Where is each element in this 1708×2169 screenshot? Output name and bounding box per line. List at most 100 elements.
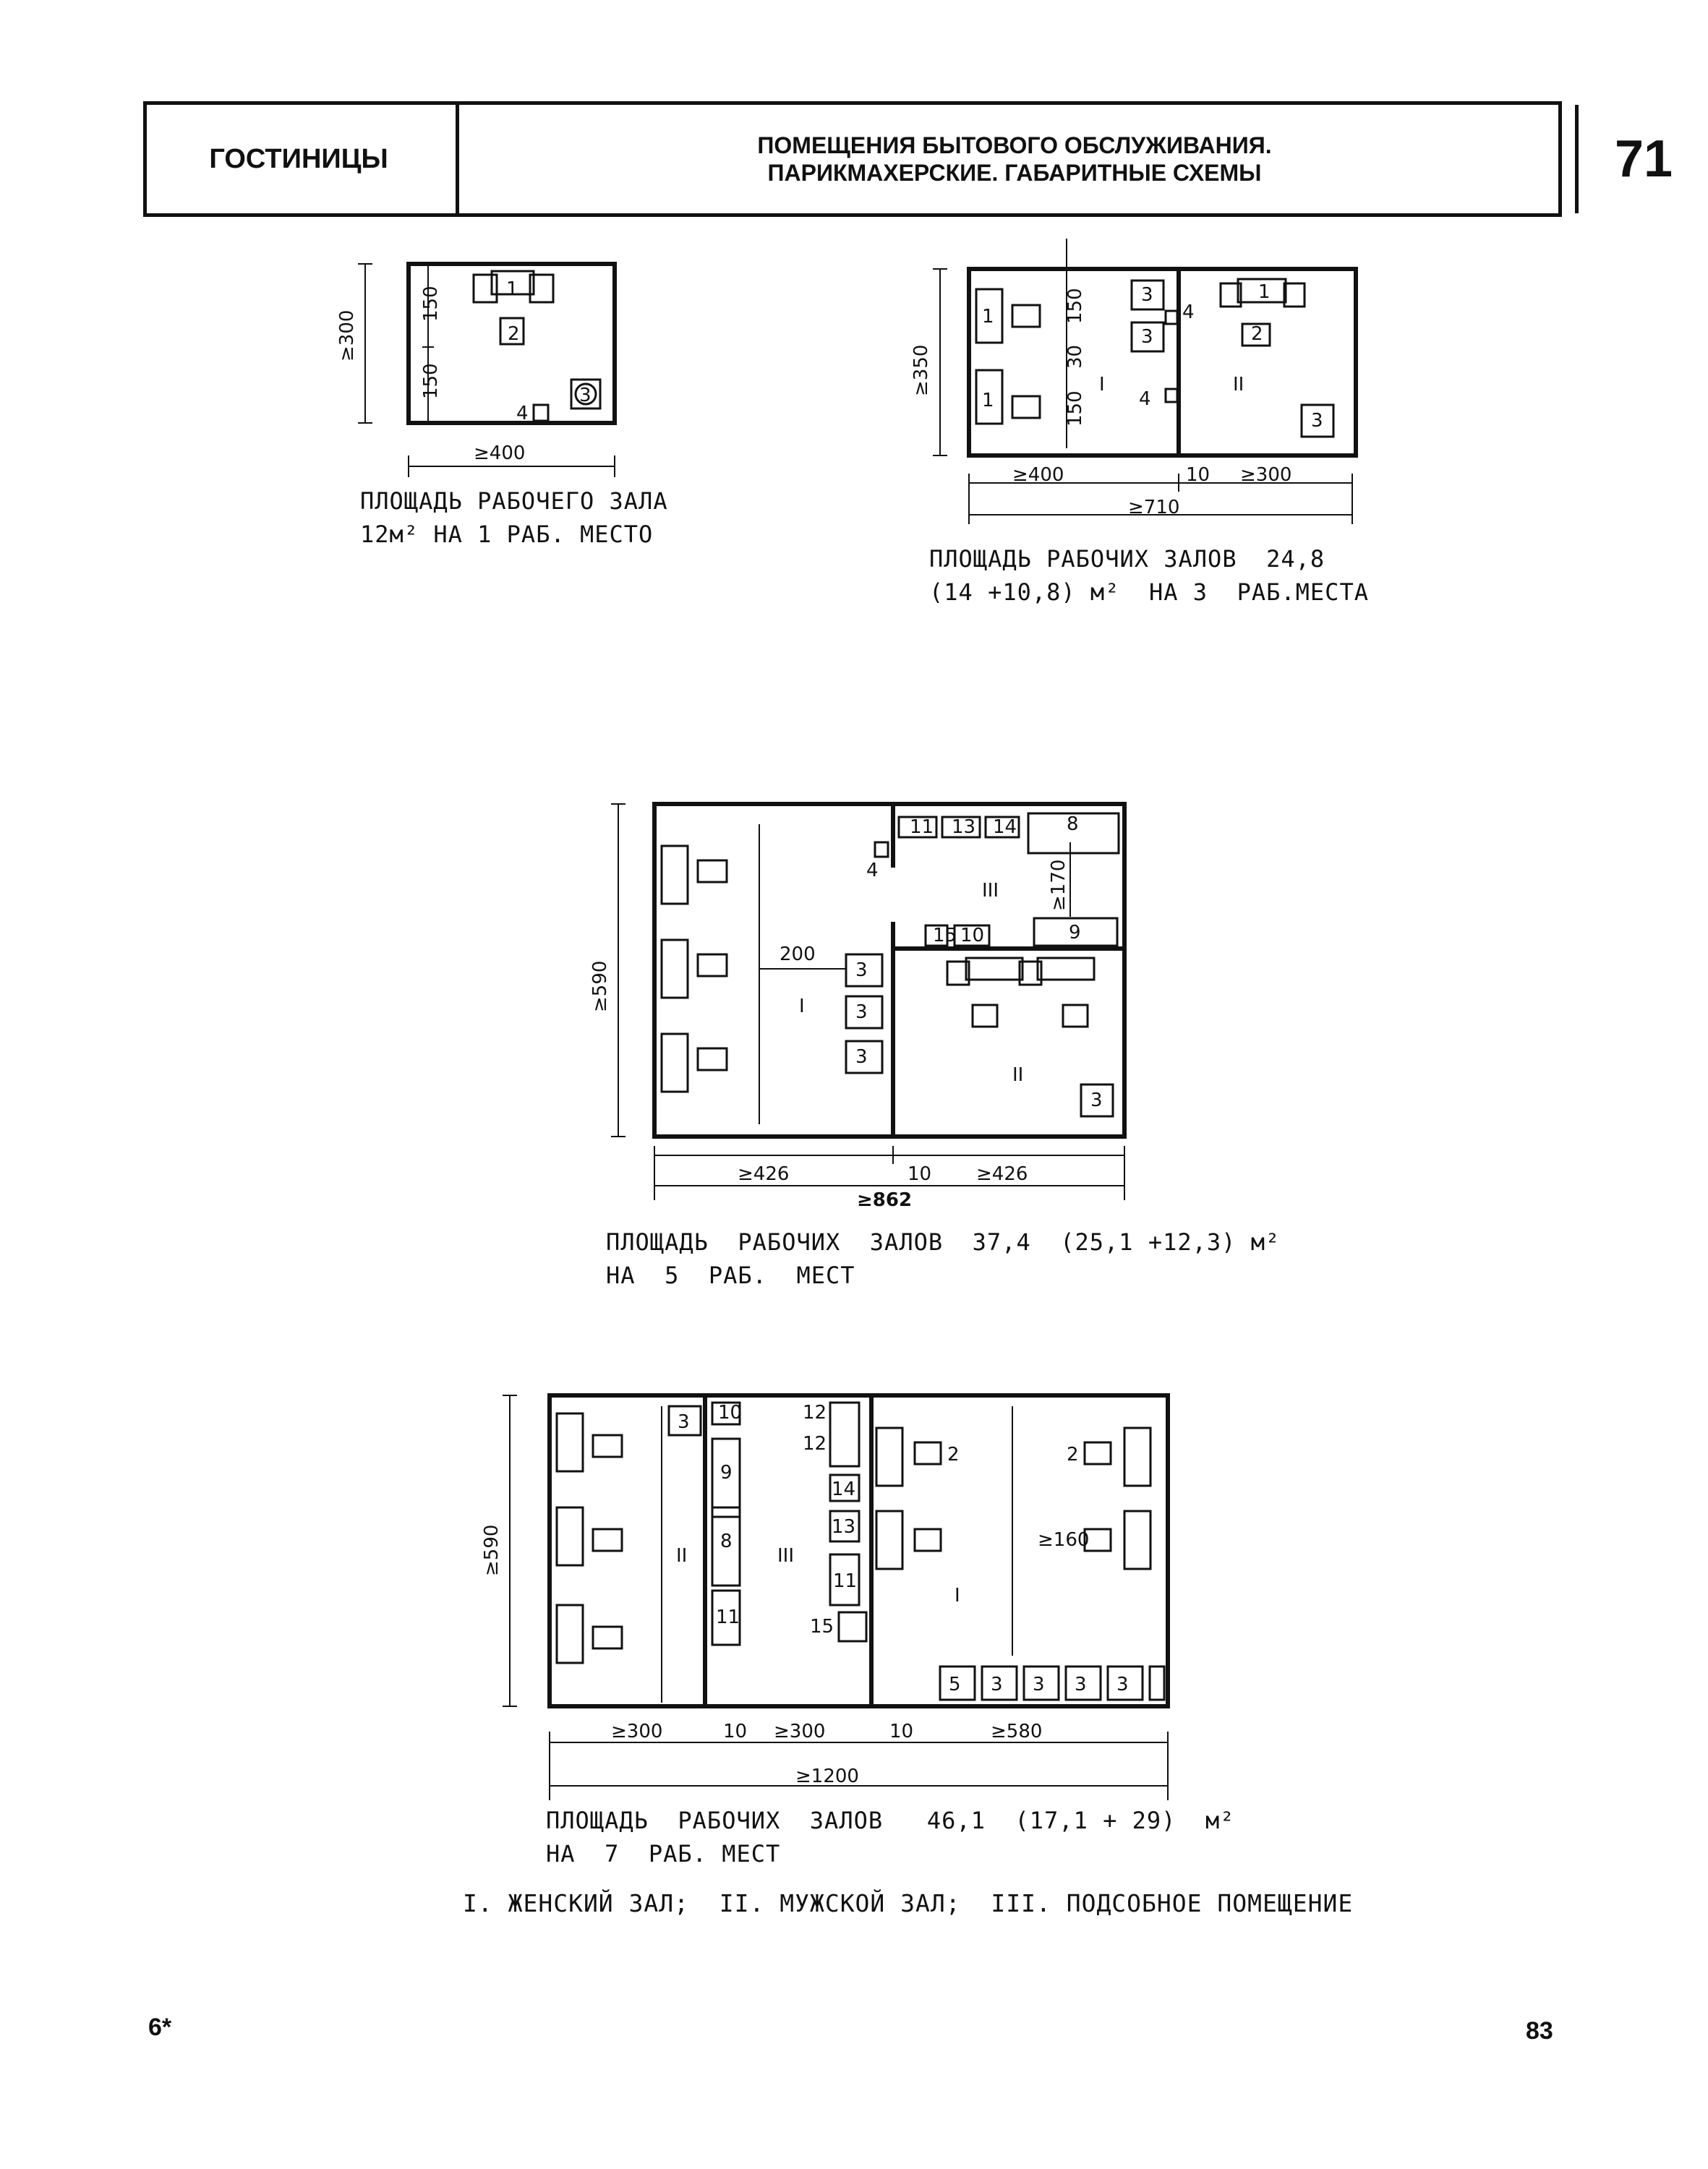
dim-label: 150	[420, 363, 442, 399]
item-number: 3	[1141, 326, 1153, 348]
item-number: 3	[1075, 1674, 1087, 1695]
dim-label: ≥170	[1048, 860, 1069, 911]
header-divider	[456, 105, 459, 213]
item-number: 2	[1251, 323, 1263, 345]
dim-label: ≥400	[474, 442, 525, 464]
item-number: 13	[952, 816, 975, 838]
item-number: 10	[718, 1402, 742, 1424]
plan-1-caption: ПЛОЩАДЬ РАБОЧЕГО ЗАЛА 12м² НА 1 РАБ. МЕСТ…	[360, 484, 668, 551]
dim-label: 30	[1064, 345, 1086, 369]
item-number: 11	[716, 1607, 740, 1628]
plan-1	[358, 262, 617, 477]
dim-label: ≥426	[976, 1163, 1028, 1185]
room-label: I	[955, 1585, 960, 1607]
item-number: 3	[1311, 410, 1323, 432]
item-number: 8	[720, 1531, 733, 1552]
dim-label: ≥160	[1038, 1529, 1089, 1551]
item-number: 3	[991, 1674, 1003, 1695]
dim-label: ≥590	[589, 961, 611, 1012]
dim-label: 150	[1064, 390, 1086, 427]
room-label: III	[982, 880, 999, 902]
plan-2-caption: ПЛОЩАДЬ РАБОЧИХ ЗАЛОВ 24,8 (14 +10,8) м² …	[929, 542, 1369, 609]
room-label: II	[676, 1545, 687, 1567]
caption-line: ПЛОЩАДЬ РАБОЧЕГО ЗАЛА	[360, 487, 668, 515]
dim-label: ≥400	[1012, 464, 1064, 486]
item-number: 15	[810, 1616, 834, 1638]
header-edge-right	[1558, 101, 1562, 217]
item-number: 2	[508, 323, 520, 345]
dim-label: 10	[889, 1721, 913, 1742]
dim-label: 10	[908, 1163, 931, 1185]
dim-label: ≥426	[738, 1163, 789, 1185]
item-number: 4	[516, 403, 529, 424]
caption-line: НА 7 РАБ. МЕСТ	[546, 1840, 781, 1868]
caption-line: (14 +10,8) м² НА 3 РАБ.МЕСТА	[929, 578, 1369, 606]
plan-3	[611, 802, 1127, 1200]
dim-label: ≥300	[1240, 464, 1291, 486]
dim-label: 10	[723, 1721, 747, 1742]
header-divider	[1575, 105, 1579, 213]
room-label: II	[1233, 374, 1244, 395]
page-title: ПОМЕЩЕНИЯ БЫТОВОГО ОБСЛУЖИВАНИЯ.ПАРИКМАХ…	[461, 105, 1568, 213]
dim-label: ≥590	[481, 1525, 503, 1576]
caption-line: 12м² НА 1 РАБ. МЕСТО	[360, 521, 654, 548]
legend: I. ЖЕНСКИЙ ЗАЛ; II. МУЖСКОЙ ЗАЛ; III. ПО…	[463, 1889, 1354, 1917]
footer-signature-mark: 6*	[148, 2014, 172, 2041]
item-number: 12	[803, 1402, 827, 1424]
item-number: 5	[949, 1674, 961, 1695]
item-number: 12	[803, 1433, 827, 1455]
item-number: 10	[960, 925, 984, 946]
dim-label: ≥300	[611, 1721, 662, 1742]
item-number: 3	[579, 385, 592, 406]
item-number: 9	[1069, 922, 1081, 944]
item-number: 3	[855, 1046, 868, 1068]
caption-line: ПЛОЩАДЬ РАБОЧИХ ЗАЛОВ 46,1 (17,1 + 29) м…	[546, 1807, 1235, 1834]
dim-label: ≥862	[857, 1189, 912, 1211]
item-number: 1	[982, 390, 994, 411]
item-number: 14	[993, 816, 1017, 838]
dim-label: 150	[420, 286, 442, 322]
dim-label: ≥710	[1128, 497, 1179, 518]
item-number: 11	[910, 816, 934, 838]
item-number: 1	[1258, 281, 1271, 303]
item-number: 8	[1067, 813, 1079, 835]
dim-label: ≥300	[336, 310, 358, 362]
page-header: ГОСТИНИЦЫ ПОМЕЩЕНИЯ БЫТОВОГО ОБСЛУЖИВАНИ…	[143, 101, 1673, 217]
dim-label: 200	[780, 944, 816, 965]
section-title: ГОСТИНИЦЫ	[209, 143, 388, 174]
room-label: I	[1099, 374, 1105, 395]
item-number: 14	[832, 1479, 855, 1500]
dim-label: ≥350	[910, 345, 932, 396]
sheet-number: 71	[1614, 130, 1673, 188]
dim-label: 150	[1064, 288, 1086, 324]
item-number: 15	[933, 925, 957, 946]
dim-label: ≥1200	[795, 1766, 859, 1787]
caption-line: ПЛОЩАДЬ РАБОЧИХ ЗАЛОВ 24,8	[929, 545, 1325, 573]
title-line-2: ПАРИКМАХЕРСКИЕ. ГАБАРИТНЫЕ СХЕМЫ	[767, 160, 1262, 186]
item-number: 4	[1182, 301, 1195, 323]
room-label: II	[1012, 1064, 1023, 1086]
page-number: 83	[1526, 2017, 1553, 2045]
item-number: 1	[506, 278, 518, 300]
item-number: 2	[1067, 1444, 1079, 1466]
plan-4	[503, 1393, 1170, 1800]
room-label: III	[777, 1545, 794, 1567]
item-number: 1	[982, 306, 994, 328]
dim-label: ≥300	[774, 1721, 825, 1742]
item-number: 4	[1139, 388, 1151, 410]
item-number: 3	[855, 959, 868, 981]
item-number: 13	[832, 1516, 855, 1538]
caption-line: ПЛОЩАДЬ РАБОЧИХ ЗАЛОВ 37,4 (25,1 +12,3) …	[606, 1228, 1281, 1256]
item-number: 3	[1090, 1090, 1103, 1111]
item-number: 3	[678, 1411, 690, 1433]
plan-3-caption: ПЛОЩАДЬ РАБОЧИХ ЗАЛОВ 37,4 (25,1 +12,3) …	[606, 1225, 1280, 1292]
item-number: 11	[833, 1570, 857, 1592]
item-number: 4	[866, 860, 879, 881]
item-number: 3	[855, 1001, 868, 1023]
item-number: 9	[720, 1462, 733, 1484]
room-label: I	[799, 996, 805, 1017]
item-number: 2	[947, 1444, 960, 1466]
title-line-1: ПОМЕЩЕНИЯ БЫТОВОГО ОБСЛУЖИВАНИЯ.	[757, 132, 1272, 158]
plan-2	[933, 239, 1358, 524]
